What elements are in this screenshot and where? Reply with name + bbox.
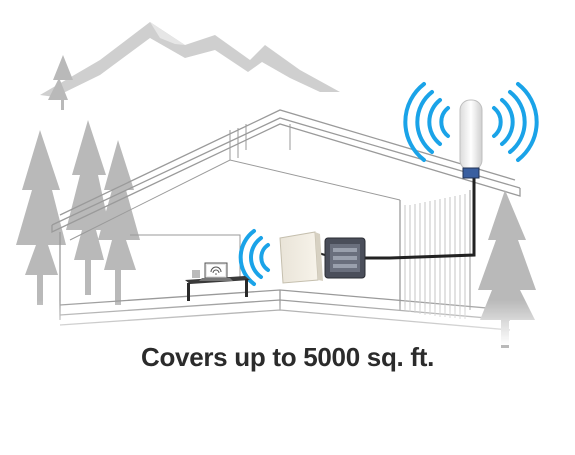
mountain-range — [40, 22, 340, 97]
signal-booster-icon — [324, 237, 366, 279]
pine-tree-icon — [16, 130, 66, 305]
laptop-icon — [199, 262, 233, 281]
ground-fade — [0, 300, 575, 345]
pine-tree-icon — [98, 140, 140, 305]
coverage-caption: Covers up to 5000 sq. ft. — [140, 342, 435, 372]
mountains — [40, 22, 340, 97]
outdoor-signal-waves — [403, 82, 539, 162]
device-icon — [192, 270, 200, 278]
pine-tree-icon — [48, 55, 73, 110]
trees-left — [16, 55, 140, 305]
antenna-cable — [365, 178, 476, 260]
mountain-snowcap — [150, 22, 185, 45]
indoor-panel-antenna-icon — [279, 231, 323, 284]
laptop-on-table — [185, 262, 250, 301]
outdoor-antenna-icon — [459, 99, 483, 179]
